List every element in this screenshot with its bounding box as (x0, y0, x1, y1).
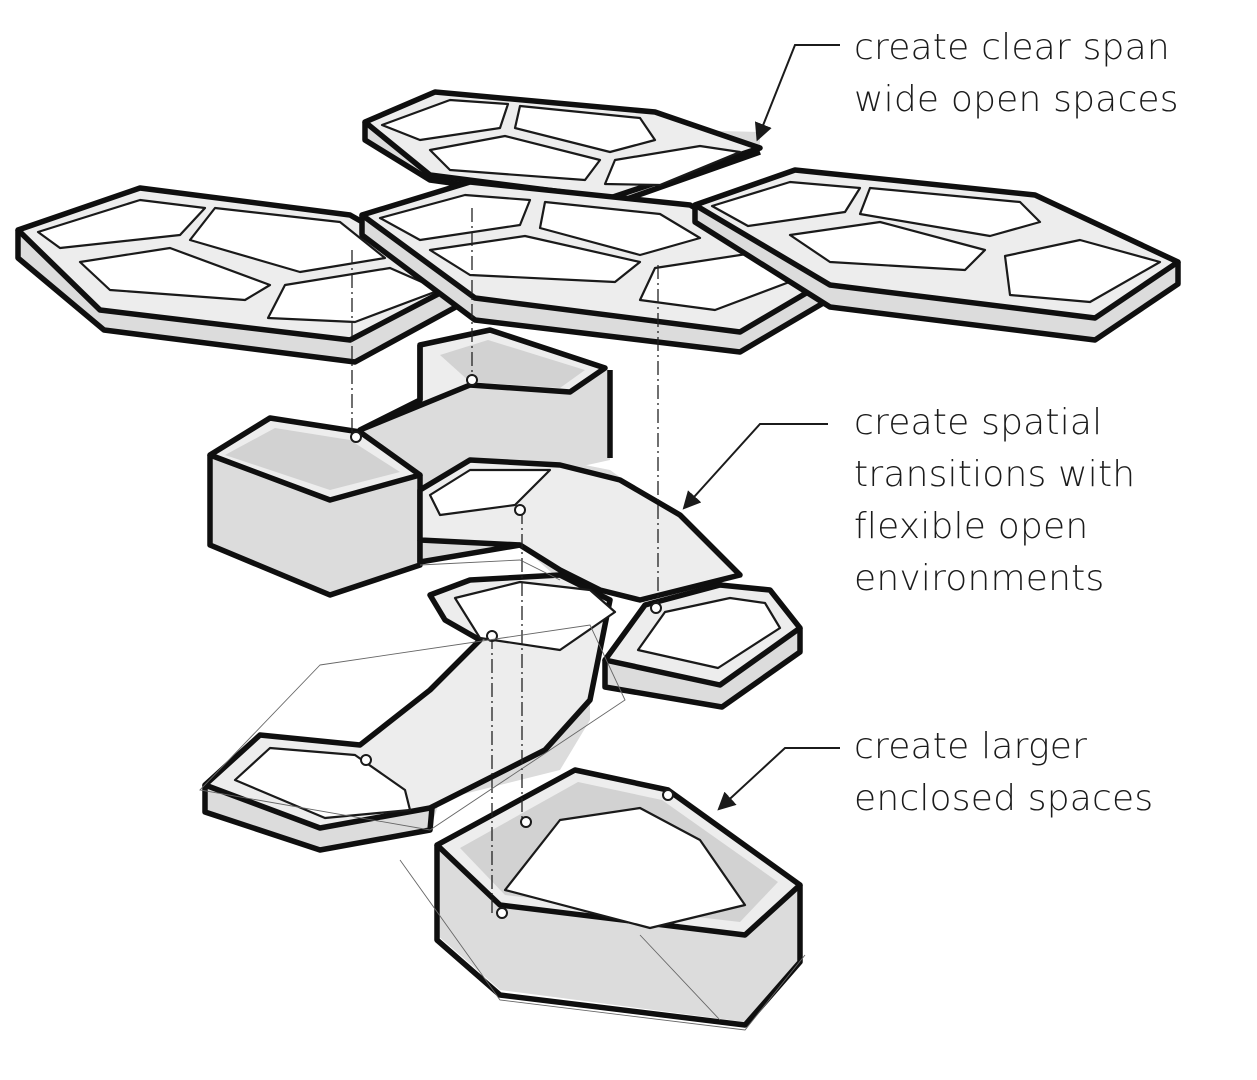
ghost-outlines (199, 559, 806, 1031)
leader-clear-span (754, 44, 840, 142)
annotation-leaders (682, 44, 840, 811)
transition-ramp (417, 457, 743, 603)
annotation-enclosed-spaces: create larger enclosed spaces (854, 721, 1153, 825)
annotation-enclosed-spaces-line-2: enclosed spaces (854, 778, 1154, 819)
leader-enclosed-spaces (717, 747, 840, 811)
annotation-clear-span: create clear span wide open spaces (854, 22, 1179, 126)
enclosed-volume-layer (434, 767, 803, 1028)
roof-slab-layer (15, 89, 1181, 365)
transition-module-layer (202, 327, 803, 853)
roof-slab-upper (362, 89, 763, 208)
annotation-spatial-transitions-line-3: flexible open (854, 506, 1089, 547)
annotation-spatial-transitions-line-4: environments (854, 558, 1105, 599)
leader-spatial-transitions (682, 423, 828, 510)
annotation-spatial-transitions: create spatial transitions with flexible… (854, 397, 1135, 605)
annotation-spatial-transitions-line-1: create spatial (854, 402, 1103, 443)
roof-slab-right (692, 167, 1181, 343)
annotation-clear-span-line-1: create clear span (854, 27, 1170, 68)
transition-ring-right (602, 582, 803, 710)
annotation-clear-span-line-2: wide open spaces (854, 79, 1179, 120)
connection-nodes (350, 374, 674, 919)
annotation-enclosed-spaces-line-1: create larger (854, 726, 1088, 767)
annotation-spatial-transitions-line-2: transitions with (854, 454, 1136, 495)
